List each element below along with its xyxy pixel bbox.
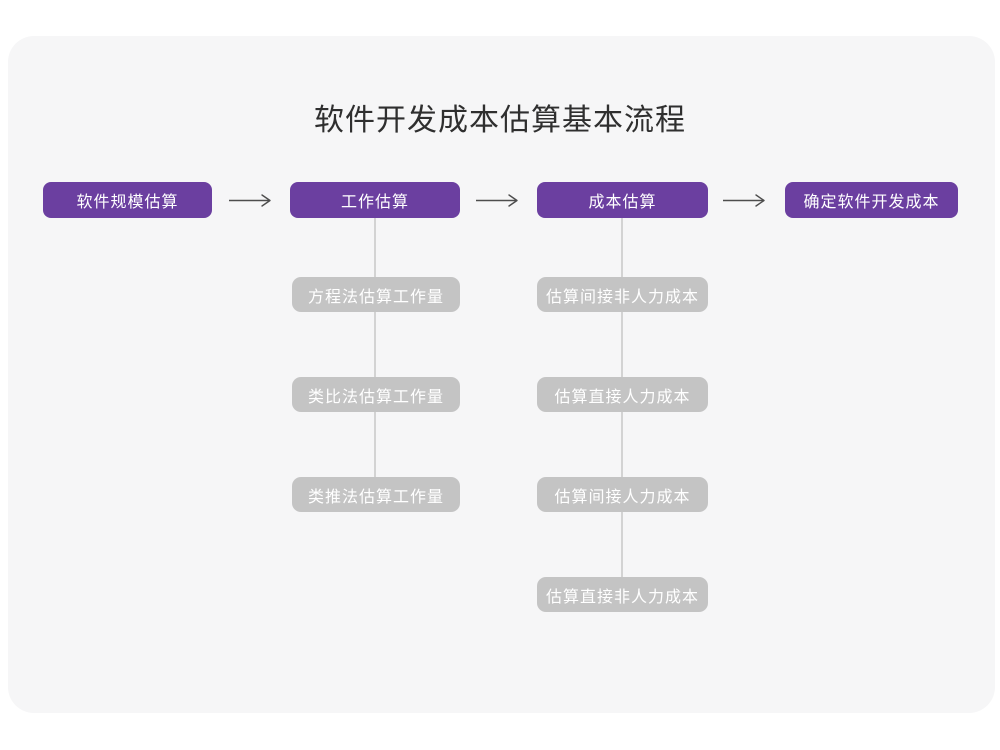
node-work-estimation: 工作估算 [290,182,460,218]
node-label: 类比法估算工作量 [307,388,444,406]
node-direct-nonlabor-cost: 估算直接非人力成本 [537,577,708,612]
node-label: 估算直接人力成本 [554,388,691,406]
node-direct-labor-cost: 估算直接人力成本 [537,377,708,412]
node-cost-estimation: 成本估算 [537,182,708,218]
node-indirect-nonlabor-cost: 估算间接非人力成本 [537,277,708,312]
node-indirect-labor-cost: 估算间接人力成本 [537,477,708,512]
node-label: 估算间接非人力成本 [545,288,699,306]
node-label: 类推法估算工作量 [307,488,444,506]
flow-arrow-icon [476,194,518,207]
node-label: 确定软件开发成本 [803,194,940,211]
node-label: 估算直接非人力成本 [545,588,699,606]
diagram-card-background [8,36,995,713]
flow-arrow-icon [723,194,765,207]
node-determine-software-dev-cost: 确定软件开发成本 [785,182,958,218]
connector-line-work-estimation [374,218,376,494]
node-label: 软件规模估算 [76,194,179,211]
node-label: 估算间接人力成本 [554,488,691,506]
node-analogy-method-workload: 类比法估算工作量 [292,377,460,412]
node-label: 方程法估算工作量 [307,288,444,306]
node-equation-method-workload: 方程法估算工作量 [292,277,460,312]
node-label: 工作估算 [340,194,409,211]
node-label: 成本估算 [588,194,657,211]
diagram-title: 软件开发成本估算基本流程 [314,104,686,137]
node-inference-method-workload: 类推法估算工作量 [292,477,460,512]
flow-arrow-icon [229,194,271,207]
node-software-scale-estimation: 软件规模估算 [43,182,212,218]
